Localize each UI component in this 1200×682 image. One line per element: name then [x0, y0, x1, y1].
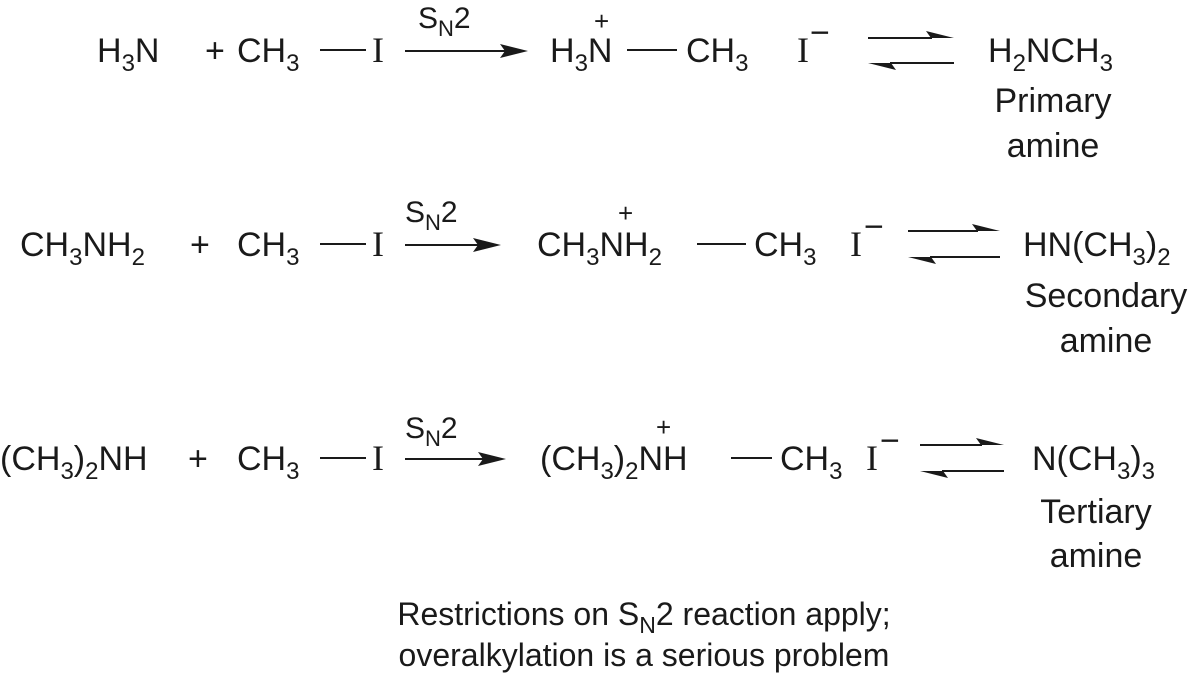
positive-charge: + [594, 6, 609, 36]
iodine-atom: I [372, 30, 384, 70]
methyl-group: CH3 [237, 440, 299, 485]
ammonium-methyl-part: CH3 [686, 32, 748, 77]
forward-arrow [405, 238, 501, 252]
ammonium-nitrogen-part: H3N [550, 32, 612, 77]
plus-sign: + [188, 440, 208, 478]
forward-arrow [405, 44, 528, 58]
footnote-line-1: Restrictions on SN2 reaction apply; [397, 596, 890, 638]
equilibrium-arrows [920, 438, 1004, 478]
reactant-formula: (CH3)2NH [0, 440, 148, 485]
iodine-atom: I [372, 224, 384, 264]
equilibrium-arrows [908, 224, 1000, 264]
product-formula: H2NCH3 [988, 32, 1113, 77]
ammonium-methyl-part: CH3 [780, 440, 842, 485]
negative-charge: − [864, 208, 884, 246]
product-class-label-amine: amine [1007, 127, 1100, 165]
iodide-ion: I [850, 224, 862, 264]
negative-charge: − [810, 14, 830, 52]
ammonium-nitrogen-part: CH3NH2 [537, 226, 662, 271]
plus-sign: + [190, 226, 210, 264]
footnote-line-2: overalkylation is a serious problem [399, 637, 890, 673]
negative-charge: − [880, 422, 900, 460]
product-class-label-amine: amine [1050, 537, 1143, 575]
plus-sign: + [205, 32, 225, 70]
ammonium-methyl-part: CH3 [754, 226, 816, 271]
iodide-ion: I [797, 30, 809, 70]
reactant-formula: CH3NH2 [20, 226, 145, 271]
methyl-group: CH3 [237, 226, 299, 271]
ammonium-nitrogen-part: (CH3)2NH [540, 440, 688, 485]
sn2-condition-label: SN2 [405, 196, 458, 235]
iodine-atom: I [372, 438, 384, 478]
sn2-condition-label: SN2 [418, 2, 471, 41]
methyl-group: CH3 [237, 32, 299, 77]
product-class-label: Secondary [1025, 277, 1188, 315]
iodide-ion: I [866, 438, 878, 478]
positive-charge: + [656, 412, 671, 442]
product-class-label-amine: amine [1060, 322, 1153, 360]
reaction-row-primary: H3N + CH3 I SN2 H3N + CH3 I − H2NCH3 Pri… [97, 2, 1113, 165]
forward-arrow [405, 452, 506, 466]
product-formula: N(CH3)3 [1032, 440, 1155, 485]
reaction-row-tertiary: (CH3)2NH + CH3 I SN2 (CH3)2NH + CH3 I − … [0, 412, 1155, 575]
footnote: Restrictions on SN2 reaction apply; over… [397, 596, 890, 673]
product-class-label: Tertiary [1040, 493, 1151, 531]
reaction-row-secondary: CH3NH2 + CH3 I SN2 CH3NH2 + CH3 I − HN(C… [20, 196, 1187, 360]
product-formula: HN(CH3)2 [1023, 226, 1171, 271]
equilibrium-arrows [868, 31, 954, 70]
reactant-formula: H3N [97, 32, 159, 77]
product-class-label: Primary [994, 82, 1111, 120]
positive-charge: + [618, 198, 633, 228]
sn2-condition-label: SN2 [405, 412, 458, 451]
